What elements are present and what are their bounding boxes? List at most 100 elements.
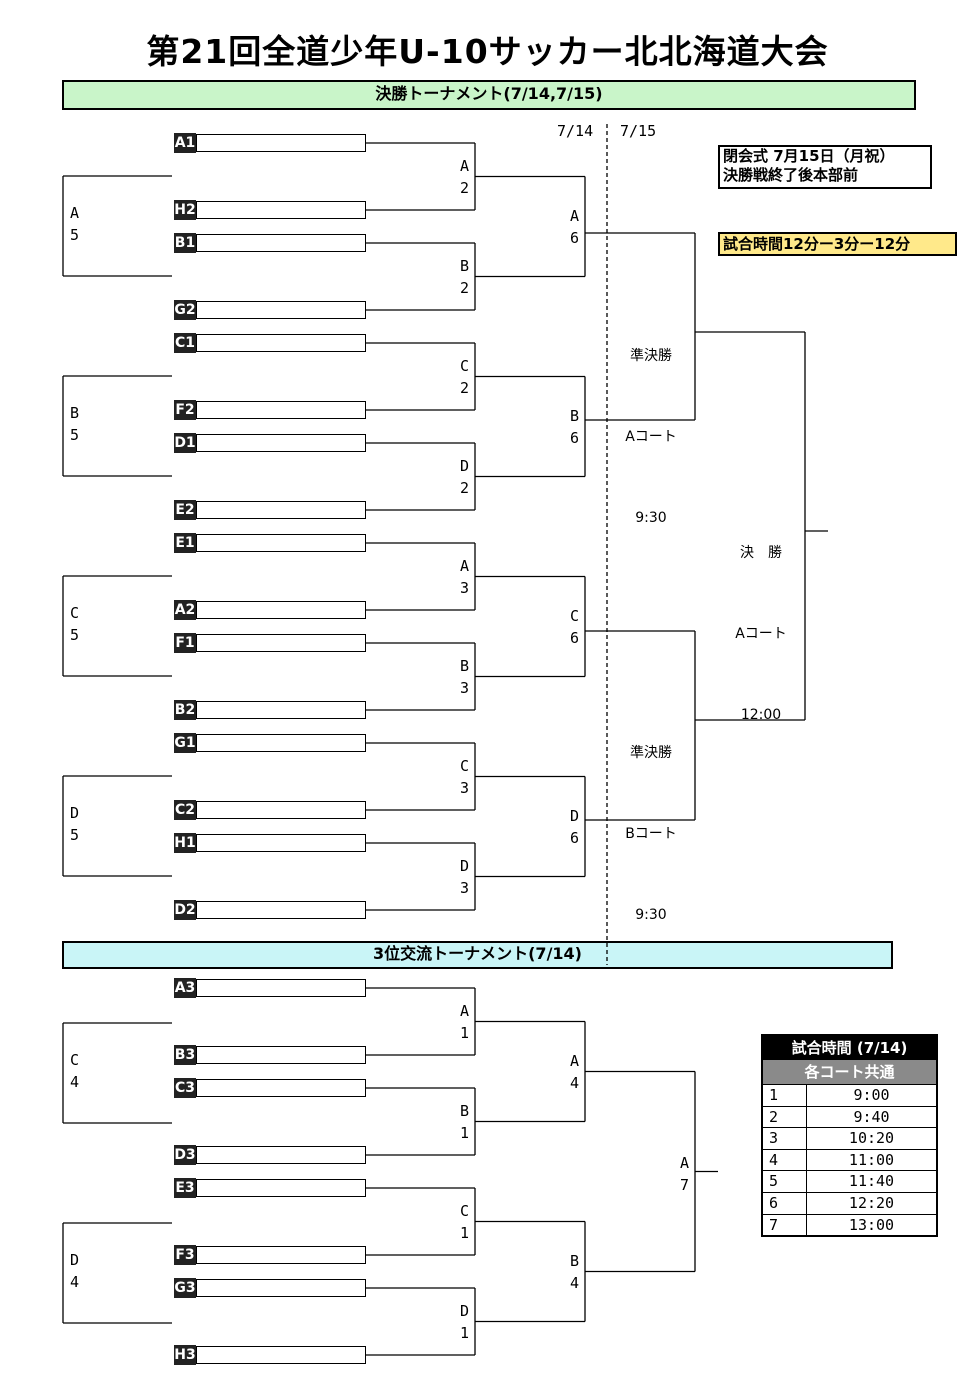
schedule-header: 試合時間 (7/14) <box>763 1036 936 1060</box>
third-round1-label-number: 1 <box>460 1024 470 1042</box>
team-seed-label: G1 <box>174 733 196 753</box>
date-day2: 7/15 <box>620 122 657 140</box>
round1-label-letter: D <box>460 857 470 875</box>
team-seed-label: F3 <box>174 1245 196 1265</box>
schedule-round: 6 <box>763 1192 807 1214</box>
round1-label-number: 3 <box>460 779 470 797</box>
team-name-box <box>196 801 366 819</box>
team-seed-label: D2 <box>174 900 196 920</box>
loser-label-number: 5 <box>70 226 80 244</box>
semifinal-b: 準決勝 Bコート 9:30 <box>606 686 696 956</box>
final-title: 決 勝 <box>740 545 782 561</box>
schedule-round: 3 <box>763 1128 807 1149</box>
third-place-banner: 3位交流トーナメント(7/14) <box>62 941 893 969</box>
closing-ceremony-box: 閉会式 7月15日（月祝） 決勝戦終了後本部前 <box>718 145 932 189</box>
semifinal-a-court: Aコート <box>625 429 677 445</box>
team-seed-label: E3 <box>174 1178 196 1198</box>
team-name-box <box>196 301 366 319</box>
third-round1-label-number: 1 <box>460 1224 470 1242</box>
closing-line1: 閉会式 7月15日（月祝） <box>723 147 895 165</box>
loser-label-number: 5 <box>70 826 80 844</box>
third-round2-label-number: 4 <box>570 1273 580 1292</box>
semifinal-a: 準決勝 Aコート 9:30 <box>606 289 696 559</box>
third-loser-label-number: 4 <box>70 1073 80 1091</box>
team-seed-label: G2 <box>174 300 196 320</box>
match-time-box: 試合時間12分ー3分ー12分 <box>718 232 957 256</box>
final-time: 12:00 <box>740 707 782 723</box>
loser-label-number: 5 <box>70 426 80 444</box>
team-name-box <box>196 401 366 419</box>
team-name-box <box>196 434 366 452</box>
round2-label-letter: B <box>570 406 580 425</box>
team-name-box <box>196 501 366 519</box>
team-slot: B1 <box>174 233 366 253</box>
third-round1-label-letter: A <box>460 1002 470 1020</box>
schedule-round: 7 <box>763 1214 807 1236</box>
schedule-time: 13:00 <box>848 1215 895 1234</box>
third-final-label-letter: A <box>680 1154 690 1172</box>
round1-label-letter: C <box>460 357 470 375</box>
schedule-time: 9:40 <box>853 1107 890 1126</box>
team-slot: F2 <box>174 400 366 420</box>
team-name-box <box>196 1146 366 1164</box>
round1-label-number: 2 <box>460 279 470 297</box>
team-name-box <box>196 534 366 552</box>
round1-label-letter: A <box>460 557 470 575</box>
team-name-box <box>196 334 366 352</box>
schedule-row: 3 10:20 <box>763 1127 936 1149</box>
round1-label-letter: C <box>460 757 470 775</box>
team-seed-label: D3 <box>174 1145 196 1165</box>
team-slot: D3 <box>174 1145 366 1165</box>
round2-label-letter: A <box>570 206 580 225</box>
team-seed-label: B2 <box>174 700 196 720</box>
team-name-box <box>196 1179 366 1197</box>
schedule-time: 10:20 <box>848 1129 895 1148</box>
third-round1-label-number: 1 <box>460 1124 470 1142</box>
third-round2-label-number: 4 <box>570 1073 580 1092</box>
team-seed-label: A2 <box>174 600 196 620</box>
team-seed-label: H1 <box>174 833 196 853</box>
team-seed-label: C1 <box>174 333 196 353</box>
semifinal-b-court: Bコート <box>625 826 677 842</box>
loser-label-letter: D <box>70 804 80 822</box>
round2-label-letter: C <box>570 606 580 625</box>
schedule-round: 5 <box>763 1171 807 1192</box>
third-round1-label-letter: D <box>460 1302 470 1320</box>
third-loser-label-number: 4 <box>70 1273 80 1291</box>
team-name-box <box>196 1046 366 1064</box>
round2-label-number: 6 <box>570 228 580 247</box>
team-name-box <box>196 734 366 752</box>
team-name-box <box>196 1079 366 1097</box>
final-court: Aコート <box>735 626 787 642</box>
schedule-time: 9:00 <box>853 1086 890 1104</box>
team-slot: A3 <box>174 978 366 998</box>
team-slot: B2 <box>174 700 366 720</box>
team-slot: H2 <box>174 200 366 220</box>
round2-label-number: 6 <box>570 828 580 847</box>
team-seed-label: F2 <box>174 400 196 420</box>
team-name-box <box>196 1246 366 1264</box>
schedule-time: 11:00 <box>848 1150 895 1169</box>
team-slot: E3 <box>174 1178 366 1198</box>
loser-label-letter: A <box>70 204 80 222</box>
round1-label-number: 2 <box>460 379 470 397</box>
round2-label-number: 6 <box>570 428 580 447</box>
team-seed-label: A1 <box>174 133 196 153</box>
team-name-box <box>196 1279 366 1297</box>
team-slot: C1 <box>174 333 366 353</box>
semifinal-a-time: 9:30 <box>635 510 667 526</box>
third-round1-label-letter: C <box>460 1202 470 1220</box>
